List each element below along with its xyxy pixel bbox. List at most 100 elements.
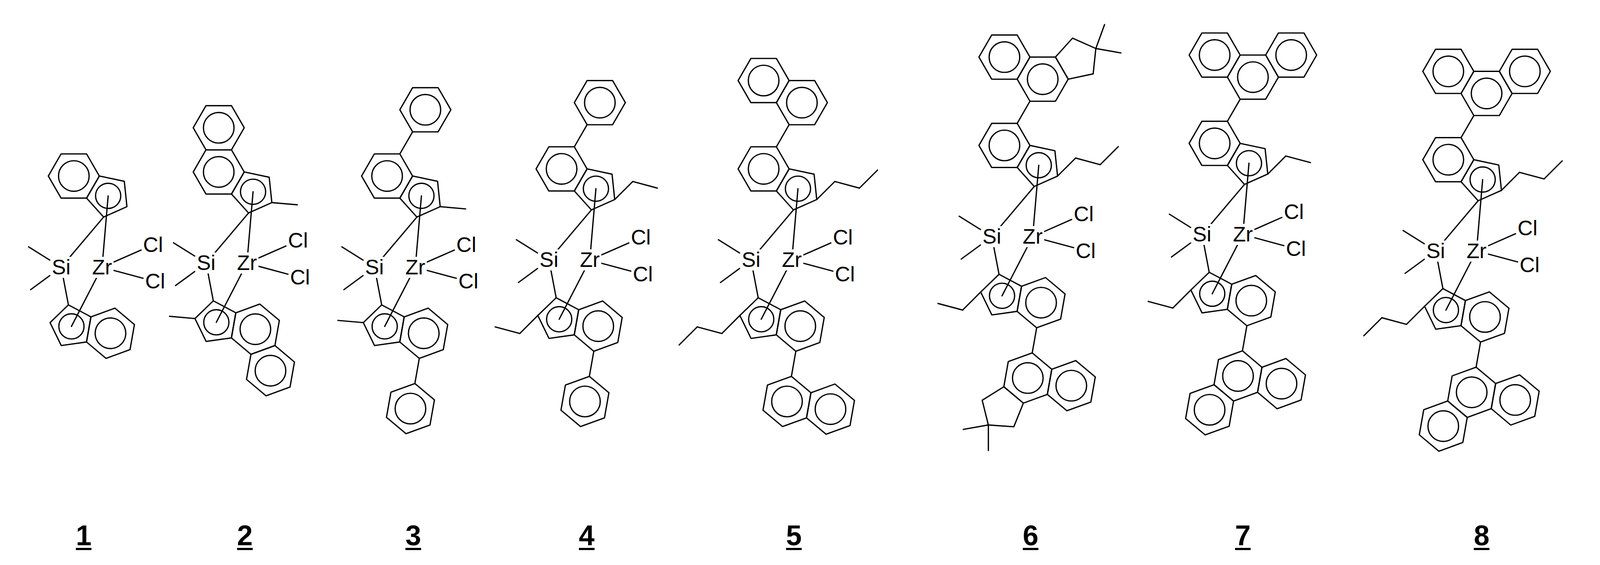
bond-line bbox=[259, 245, 287, 258]
chlorine-atom-label: Cl bbox=[1519, 254, 1540, 276]
label-anchor: Si bbox=[1192, 223, 1212, 246]
bond-line bbox=[1461, 115, 1474, 138]
label-anchor: 2 bbox=[237, 521, 253, 550]
bond-line bbox=[1488, 254, 1518, 263]
label-anchor: 3 bbox=[405, 521, 422, 550]
aromatic-circle bbox=[1199, 39, 1231, 71]
compound-number: 3 bbox=[405, 521, 422, 550]
compound-number: 5 bbox=[786, 521, 802, 550]
ring-outline bbox=[361, 154, 413, 199]
ring-outline bbox=[386, 383, 435, 434]
bond-line bbox=[791, 351, 796, 377]
zirconium-atom-label: Zr bbox=[1466, 240, 1487, 262]
bond-line bbox=[337, 320, 364, 323]
bond-line bbox=[1095, 48, 1121, 53]
ring-outline bbox=[399, 87, 451, 133]
ring-outline bbox=[1499, 49, 1551, 94]
label-anchor: 1 bbox=[75, 521, 92, 550]
bond-line bbox=[792, 188, 799, 251]
bond-line bbox=[494, 327, 520, 334]
aromatic-circle bbox=[815, 393, 846, 425]
label-anchor: Cl bbox=[632, 263, 653, 286]
ring-outline bbox=[1185, 384, 1234, 435]
label-anchor: Si bbox=[539, 249, 559, 271]
ring-outline bbox=[1257, 358, 1306, 409]
bond-line bbox=[959, 216, 981, 230]
compound-number: 4 bbox=[578, 521, 595, 550]
bond-line bbox=[1403, 230, 1425, 244]
aromatic-circle bbox=[1471, 78, 1503, 109]
bond-line bbox=[720, 268, 740, 283]
bond-line bbox=[341, 246, 363, 261]
ring-outline bbox=[538, 297, 579, 339]
bond-line bbox=[1203, 244, 1210, 273]
bond-line bbox=[175, 271, 196, 286]
silicon-atom-label: Si bbox=[364, 256, 384, 279]
bond-line bbox=[776, 124, 790, 147]
aromatic-circle bbox=[1194, 394, 1225, 426]
aromatic-circle bbox=[1235, 285, 1267, 317]
bond-line bbox=[803, 242, 831, 255]
bond-line bbox=[1227, 99, 1241, 122]
compound-number: 6 bbox=[1022, 521, 1039, 550]
label-anchor: Si bbox=[196, 252, 216, 274]
bond-line bbox=[1032, 328, 1037, 354]
label-anchor: Zr bbox=[92, 256, 112, 279]
bond-line bbox=[938, 303, 963, 311]
bond-line bbox=[1212, 244, 1238, 294]
chlorine-atom-label: Cl bbox=[144, 270, 165, 293]
bond-line bbox=[518, 268, 538, 283]
ring-outline bbox=[1190, 272, 1232, 314]
aromatic-circle bbox=[58, 160, 90, 192]
bond-line bbox=[1172, 290, 1191, 309]
bond-line bbox=[1444, 200, 1478, 242]
ring-outline bbox=[740, 297, 781, 339]
aromatic-circle bbox=[1237, 61, 1269, 93]
aromatic-circle bbox=[240, 314, 271, 345]
aromatic-circle bbox=[786, 87, 818, 119]
ring-outline bbox=[978, 123, 1030, 168]
ring-outline bbox=[762, 376, 811, 427]
bond-line bbox=[962, 292, 981, 311]
bond-line bbox=[601, 242, 629, 255]
silicon-atom-label: Si bbox=[982, 226, 1002, 248]
bond-line bbox=[721, 315, 740, 334]
aromatic-circle bbox=[1469, 301, 1501, 333]
aromatic-circle bbox=[1433, 144, 1464, 176]
bond-line bbox=[63, 277, 69, 305]
aromatic-circle bbox=[408, 317, 440, 349]
bond-line bbox=[114, 250, 142, 263]
label-anchor: Zr bbox=[781, 249, 802, 271]
label-anchor: 8 bbox=[1473, 521, 1490, 550]
zirconium-atom-label: Zr bbox=[579, 249, 600, 271]
chlorine-atom-label: Cl bbox=[834, 263, 855, 286]
aromatic-circle bbox=[1025, 287, 1057, 319]
aromatic-circle bbox=[1266, 368, 1297, 400]
bond-line bbox=[574, 124, 588, 147]
ring-outline bbox=[738, 58, 790, 103]
bond-line bbox=[993, 246, 1000, 275]
bond-line bbox=[1017, 101, 1030, 124]
aromatic-circle bbox=[203, 156, 235, 188]
ring-outline bbox=[1423, 137, 1474, 182]
chlorine-atom-label: Cl bbox=[456, 234, 477, 256]
bond-line bbox=[1406, 306, 1425, 325]
bond-line bbox=[1057, 158, 1076, 177]
bond-line bbox=[376, 277, 382, 305]
zirconium-atom-label: Zr bbox=[92, 256, 112, 279]
ring-outline bbox=[806, 384, 855, 435]
chlorine-atom-label: Cl bbox=[632, 263, 653, 286]
ring-outline bbox=[50, 305, 91, 347]
bond-line bbox=[1519, 172, 1545, 180]
bond-line bbox=[1285, 155, 1311, 163]
label-anchor: Si bbox=[1426, 240, 1446, 262]
aromatic-circle bbox=[1499, 384, 1531, 416]
bond-line bbox=[1033, 165, 1039, 227]
label-anchor: Si bbox=[51, 256, 71, 279]
bond-line bbox=[1267, 155, 1286, 174]
ring-outline bbox=[1227, 275, 1275, 326]
bond-line bbox=[440, 206, 466, 210]
bond-line bbox=[1000, 186, 1034, 228]
